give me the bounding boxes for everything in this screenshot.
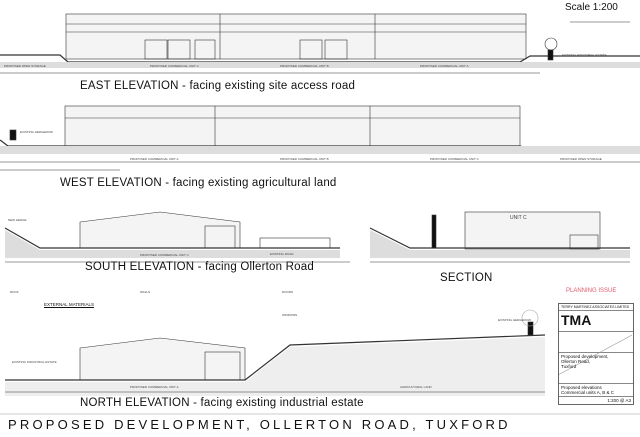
east-elevation-title: EAST ELEVATION - facing existing site ac… [80, 80, 356, 92]
drawing-line: Proposed elevations [561, 385, 602, 390]
title-block: TERRY MARTINEZ ASSOCIATES LIMITED TMA Pr… [558, 303, 634, 405]
east-unit-label: PROPOSED COMMERCIAL UNIT A [420, 64, 469, 68]
north-unit-label: PROPOSED COMMERCIAL UNIT A [130, 385, 179, 389]
west-elevation-drawing [0, 105, 640, 171]
west-unit-label: PROPOSED COMMERCIAL UNIT C [430, 157, 479, 161]
west-unit-label: PROPOSED COMMERCIAL UNIT A [130, 157, 179, 161]
project-block: Proposed development, Ollerton Road, Tux… [559, 353, 633, 384]
materials-group: WINDOWS [282, 313, 298, 317]
drawing-block: Proposed elevations Commercial units A, … [559, 384, 633, 397]
materials-group: DOORS [282, 290, 294, 294]
scale-field: 1:200 @ A3 [607, 398, 631, 403]
east-unit-label: PROPOSED COMMERCIAL UNIT C [150, 64, 199, 68]
section-unit-label: UNIT C [510, 215, 527, 221]
south-elevation-title: SOUTH ELEVATION - facing Ollerton Road [85, 261, 314, 273]
south-elevation-drawing [4, 211, 350, 263]
west-right-label: PROPOSED OPEN STORAGE [560, 157, 602, 161]
north-left-label: EXISTING INDUSTRIAL ESTATE [12, 360, 57, 364]
main-title: PROPOSED DEVELOPMENT, OLLERTON ROAD, TUX… [8, 417, 511, 432]
status-stamp: PLANNING ISSUE [566, 288, 617, 294]
materials-group: WALLS [140, 290, 151, 294]
east-right-label: EXISTING INDUSTRIAL ESTATE [562, 53, 607, 57]
south-right-label: EXISTING ROAD [270, 252, 294, 256]
section-drawing [369, 211, 630, 263]
project-line: Tuxford [561, 364, 577, 369]
scale-label: Scale 1:200 [565, 2, 618, 13]
notes [559, 332, 633, 353]
north-elevation-drawing [5, 309, 633, 396]
south-left-label: NEW HEDGE [8, 218, 27, 222]
materials-group: ROOF [10, 290, 19, 294]
east-unit-label: PROPOSED COMMERCIAL UNIT B [280, 64, 329, 68]
north-unit-label: AGRICULTURAL LAND [400, 385, 432, 389]
east-elevation-drawing [0, 13, 640, 74]
west-elevation-title: WEST ELEVATION - facing existing agricul… [60, 177, 337, 189]
west-unit-label: PROPOSED COMMERCIAL UNIT B [280, 157, 329, 161]
west-left-label: EXISTING HEDGEROW [20, 130, 53, 134]
project-line: Ollerton Road, [561, 359, 591, 364]
north-right-label: EXISTING HEDGEROW [498, 318, 531, 322]
south-unit-label: PROPOSED COMMERCIAL UNIT C [140, 253, 189, 257]
east-left-label: PROPOSED OPEN STORAGE [4, 64, 46, 68]
north-elevation-title: NORTH ELEVATION - facing existing indust… [80, 397, 364, 409]
project-line: Proposed development, [561, 354, 609, 359]
firm-name: TERRY MARTINEZ ASSOCIATES LIMITED [559, 304, 633, 311]
materials-heading: EXTERNAL MATERIALS [44, 302, 95, 307]
drawing-line: Commercial units A, B & C [561, 390, 615, 395]
tma-logo: TMA [559, 311, 633, 332]
section-title: SECTION [440, 272, 493, 284]
